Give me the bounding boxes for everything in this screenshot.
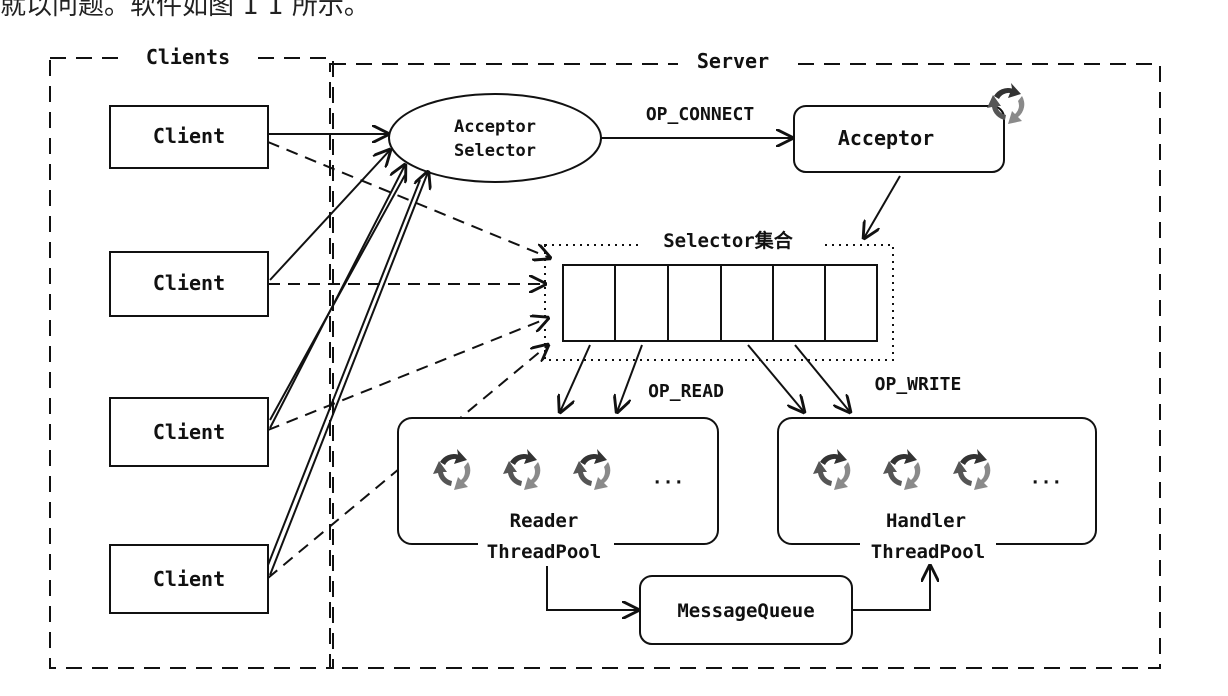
selector-cell-3	[667, 264, 722, 342]
acceptor-label: Acceptor	[838, 126, 934, 150]
handler-pool-line1: Handler	[886, 510, 966, 532]
edge-label-op-read: OP_READ	[648, 381, 724, 402]
selector-cell-4	[720, 264, 774, 342]
client-label-1: Client	[153, 124, 225, 148]
acceptor-node: Acceptor	[793, 83, 1025, 173]
edges-selector-to-pools	[560, 344, 850, 412]
acceptor-selector-line1: Acceptor	[454, 117, 536, 137]
edge-reader-to-queue	[546, 566, 638, 610]
edges-client-to-acceptor-selector	[267, 134, 428, 576]
caption-text: 就以问题。软件如图 1 1 所示。	[0, 0, 370, 21]
clients-group-label: Clients	[146, 45, 230, 69]
client-label-2: Client	[153, 271, 225, 295]
client-node-3: Client	[109, 397, 269, 467]
message-queue-node: MessageQueue	[639, 575, 853, 645]
message-queue-label: MessageQueue	[677, 600, 814, 622]
selector-cell-5	[772, 264, 826, 342]
selector-cell-2	[614, 264, 669, 342]
reader-pool-line1: Reader	[510, 510, 579, 532]
selector-cell-1	[562, 264, 616, 342]
clients-label-bg	[128, 44, 248, 70]
edge-label-op-connect: OP_CONNECT	[646, 104, 755, 125]
client-label-4: Client	[153, 567, 225, 591]
reader-pool-label-bg	[478, 538, 614, 564]
acceptor-selector-line2: Selector	[454, 141, 536, 161]
handler-pool-ellipsis: ···	[1030, 472, 1063, 493]
selector-set-label-bg	[640, 226, 820, 256]
client-label-3: Client	[153, 420, 225, 444]
selector-set-node: Selector集合	[544, 226, 894, 361]
server-group-label: Server	[697, 49, 769, 73]
selector-cell-6	[824, 264, 878, 342]
acceptor-selector-node: Acceptor Selector	[388, 93, 602, 183]
handler-pool-label-bg	[860, 538, 996, 564]
client-node-2: Client	[109, 251, 269, 317]
server-label-bg	[678, 48, 788, 74]
reader-pool-line2: ThreadPool	[487, 541, 601, 563]
selector-set-label: Selector集合	[663, 229, 794, 252]
edge-queue-to-handler	[852, 566, 930, 611]
server-group-box	[329, 63, 1161, 669]
client-node-4: Client	[109, 544, 269, 614]
edge-acceptor-to-selector	[864, 175, 901, 238]
edge-label-op-write: OP_WRITE	[875, 374, 962, 395]
selector-set-dotted-border	[544, 244, 894, 361]
client-node-1: Client	[109, 105, 269, 169]
reader-pool-ellipsis: ···	[652, 472, 685, 493]
handler-pool-line2: ThreadPool	[871, 541, 985, 563]
reader-threadpool-node: ··· Reader	[397, 417, 719, 545]
handler-threadpool-node: ··· Handler	[777, 417, 1097, 545]
